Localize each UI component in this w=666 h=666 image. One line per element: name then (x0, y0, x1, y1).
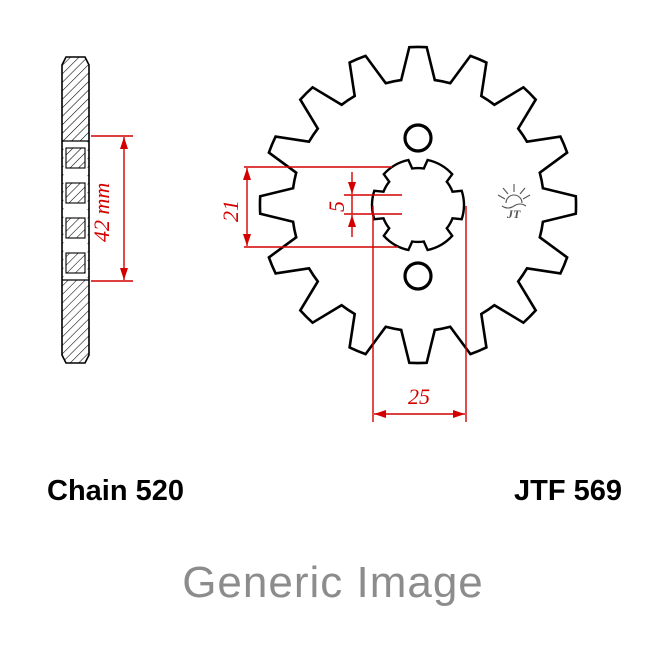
chain-size-label: Chain 520 (47, 475, 184, 507)
bolt-hole (403, 261, 433, 291)
sprocket-front-view: JT (258, 45, 578, 365)
dimension-label: 5 (324, 201, 349, 212)
spline-bore (370, 158, 466, 252)
side-hub-block (65, 252, 86, 274)
logo-wave-icon (501, 203, 527, 209)
dimension-21: 21 (218, 166, 398, 248)
logo-ray-icon (519, 187, 526, 195)
side-hub-block (65, 217, 86, 239)
logo-ray-icon (497, 194, 506, 200)
dimension-label: 42 mm (89, 183, 114, 242)
side-hub-block (65, 182, 86, 204)
logo-sun-icon (505, 194, 523, 204)
jt-logo: JT (497, 184, 531, 221)
sprocket-side-view (61, 56, 90, 364)
dimension-label: 25 (408, 384, 430, 409)
dimension-42mm: 42 mm (89, 135, 133, 282)
logo-ray-icon (502, 187, 509, 195)
dimension-25: 25 (372, 206, 467, 422)
generic-image-watermark: Generic Image (182, 558, 484, 607)
dimension-label: 21 (218, 200, 243, 222)
bolt-hole (403, 123, 433, 153)
side-hub-block (65, 147, 86, 169)
logo-ray-icon (522, 194, 531, 200)
logo-text: JT (506, 207, 521, 221)
part-number-label: JTF 569 (514, 475, 622, 507)
dimension-5: 5 (324, 172, 402, 237)
